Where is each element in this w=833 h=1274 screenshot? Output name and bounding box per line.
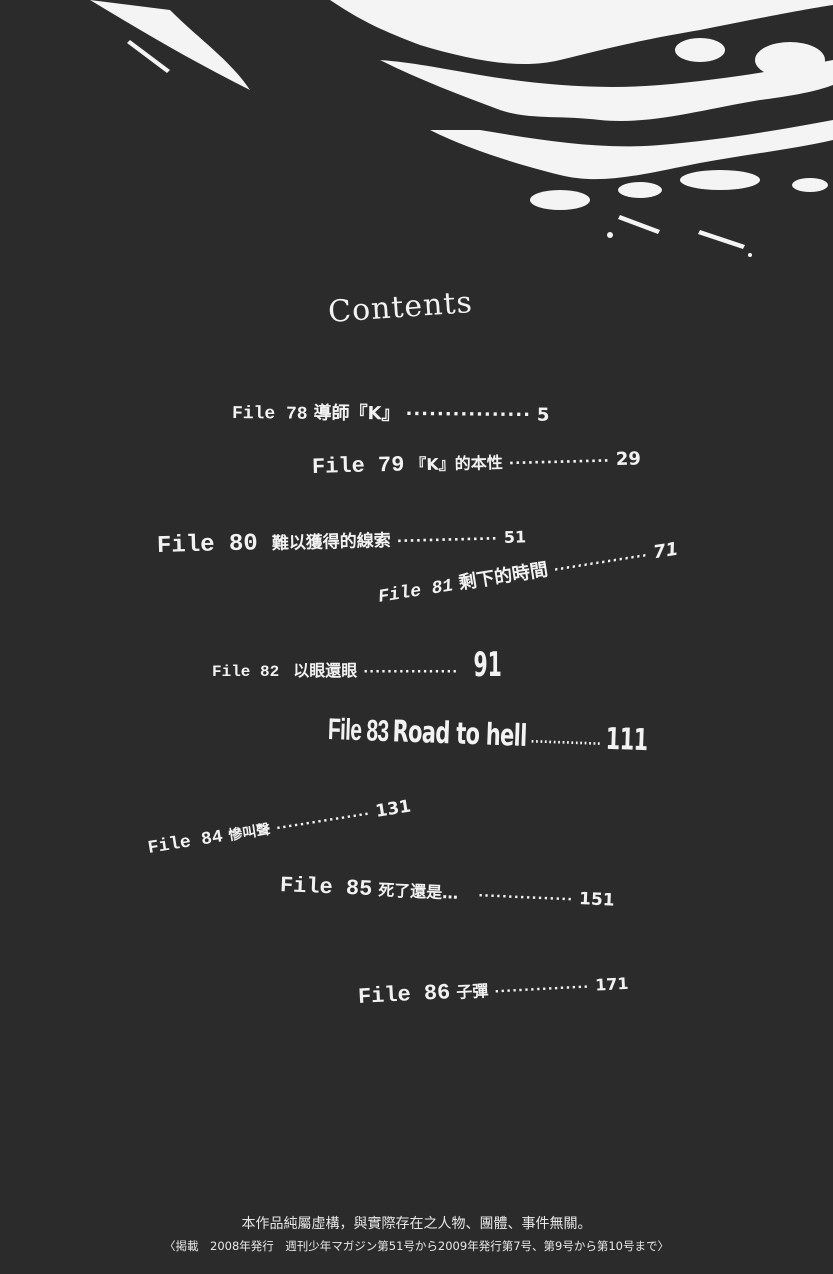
disclaimer: 本作品純屬虛構，與實際存在之人物、團體、事件無關。: [241, 1216, 592, 1232]
file-number: File 86: [357, 980, 451, 1010]
chapter-title: 剩下的時間: [457, 559, 550, 595]
chapter-title: 難以獲得的線索: [271, 530, 392, 554]
chapter-title: 慘叫聲: [227, 821, 272, 845]
toc-entry-83[interactable]: File 83 Road to hell ················ 11…: [327, 712, 648, 758]
toc-entry-86[interactable]: File 86 子彈 ················ 171: [357, 970, 629, 1010]
file-number: File 85: [279, 873, 373, 903]
file-number: File 80: [156, 530, 259, 560]
chapter-title: 以眼還眼: [293, 661, 358, 680]
toc-entry-84[interactable]: File 84 慘叫聲 ················ 131: [146, 796, 413, 859]
toc-entry-79[interactable]: File 79 『K』的本性 ················ 29: [312, 445, 642, 480]
toc-entry-82[interactable]: File 82 以眼還眼 ················ 91: [212, 645, 512, 685]
leader-dots: ················: [508, 453, 611, 472]
leader-dots: ················: [363, 665, 459, 680]
contents-title: Contents: [326, 284, 474, 331]
page-number: 71: [651, 538, 680, 564]
leader-dots: ················: [493, 979, 590, 1000]
file-number: File 81: [376, 576, 455, 608]
file-number: File 82: [212, 663, 280, 681]
chapter-title: Road to hell: [392, 714, 528, 754]
page-number: 91: [473, 645, 503, 685]
page-number: 51: [503, 527, 527, 547]
leader-dots: ················: [275, 806, 372, 837]
file-number: File 79: [311, 452, 405, 480]
file-number: File 84: [146, 827, 225, 859]
page-number: 5: [536, 404, 550, 426]
chapter-title: 『K』的本性: [410, 453, 504, 475]
page-number: 29: [615, 448, 642, 471]
toc-entry-80[interactable]: File 80 難以獲得的線索 ················ 51: [157, 522, 527, 560]
page-number: 131: [374, 796, 413, 822]
toc-entry-85[interactable]: File 85 死了還是… ················ 151: [279, 872, 615, 913]
chapter-title: 死了還是…: [377, 880, 459, 903]
toc-entry-78[interactable]: File 78 導師『K』 ················ 5: [232, 398, 550, 427]
file-number: File 83: [327, 713, 390, 749]
publication-note: 〈掲載 2008年発行 週刊少年マガジン第51号から2009年発行第7号、第9号…: [164, 1239, 669, 1253]
chapter-title: 子彈: [455, 981, 489, 1002]
page-number: 171: [594, 973, 630, 995]
page-number: 151: [578, 889, 616, 911]
leader-dots: ················: [405, 403, 532, 426]
chapter-title: 導師『K』: [313, 402, 400, 425]
leader-dots: ················: [552, 548, 650, 579]
leader-dots: ················: [530, 734, 602, 753]
leader-dots: ················: [477, 888, 574, 908]
file-number: File 78: [231, 404, 308, 425]
page-number: 111: [605, 721, 649, 759]
leader-dots: ················: [396, 531, 499, 550]
ink-splatter-decoration: [90, 0, 833, 257]
